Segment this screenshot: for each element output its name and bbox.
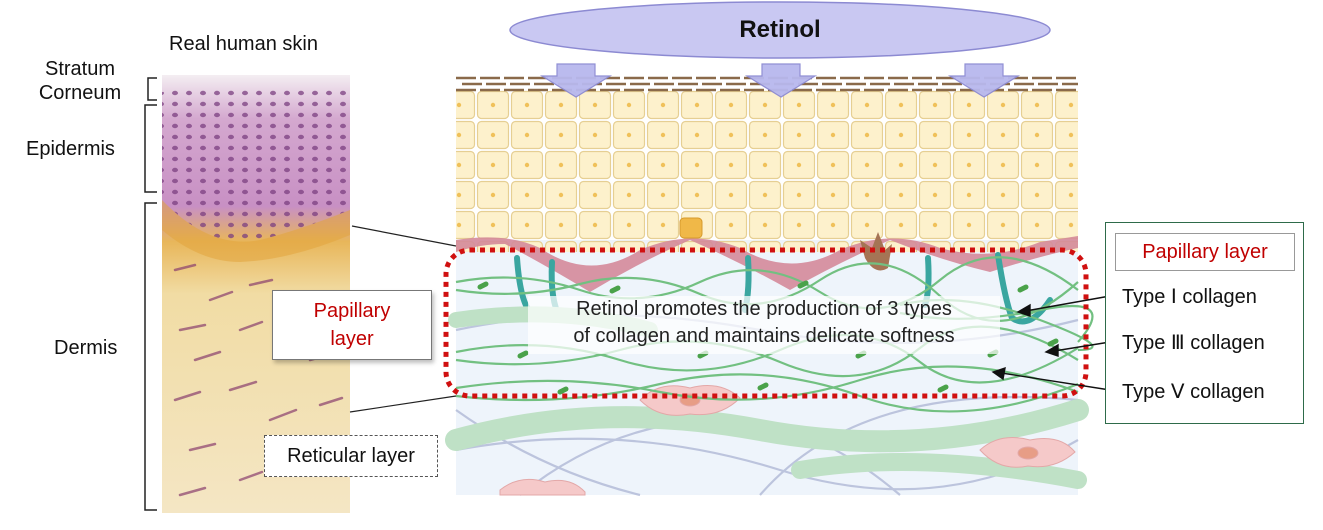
skin-cross-section — [445, 76, 1094, 497]
retinol-arrow-3 — [947, 63, 1021, 98]
legend-title: Papillary layer — [1115, 233, 1295, 271]
connector-upper — [351, 225, 457, 247]
stratum-corneum-label: Stratum Corneum — [25, 57, 135, 105]
pointer-head-1 — [1016, 303, 1031, 317]
real-skin-title: Real human skin — [169, 33, 318, 55]
retinol-label: Retinol — [739, 16, 821, 43]
papillary-layer-box: Papillary layer — [272, 290, 432, 360]
retinol-arrow-1 — [539, 63, 613, 98]
center-description: Retinol promotes the production of 3 typ… — [528, 296, 1000, 354]
retinol-arrow-2 — [744, 63, 818, 98]
dermis-label: Dermis — [54, 337, 118, 359]
pointer-head-3 — [991, 366, 1006, 381]
papillary-box-line2: layer — [330, 328, 374, 350]
papillary-box-line1: Papillary — [313, 300, 391, 322]
stratum-bracket — [147, 77, 157, 101]
stratum-label-line1: Stratum — [44, 58, 116, 80]
epidermis-bracket — [144, 104, 157, 193]
legend-pointers — [991, 295, 1111, 391]
stratum-label-line2: Corneum — [38, 82, 122, 104]
epidermis-label: Epidermis — [26, 138, 115, 160]
center-description-line2: of collagen and maintains delicate softn… — [573, 325, 955, 347]
retinol-ellipse — [509, 1, 1051, 59]
dermis-bracket — [144, 202, 157, 511]
retinol-arrows — [539, 63, 1021, 98]
papillary-highlight — [443, 247, 1089, 399]
layer-brackets — [144, 77, 157, 511]
center-description-line1: Retinol promotes the production of 3 typ… — [576, 298, 952, 320]
pigment-cell — [679, 217, 703, 239]
melanocyte — [860, 232, 892, 271]
collagen-markers — [477, 280, 1059, 395]
legend-type-3-collagen: Type Ⅲ collagen — [1122, 332, 1265, 354]
pointer-head-2 — [1044, 343, 1059, 357]
reticular-layer-box: Reticular layer — [264, 435, 438, 477]
legend-type-1-collagen: Type Ⅰ collagen — [1122, 286, 1257, 308]
legend-type-5-collagen: Type Ⅴ collagen — [1122, 381, 1265, 403]
connector-lines — [349, 225, 457, 413]
connector-lower — [349, 395, 457, 413]
